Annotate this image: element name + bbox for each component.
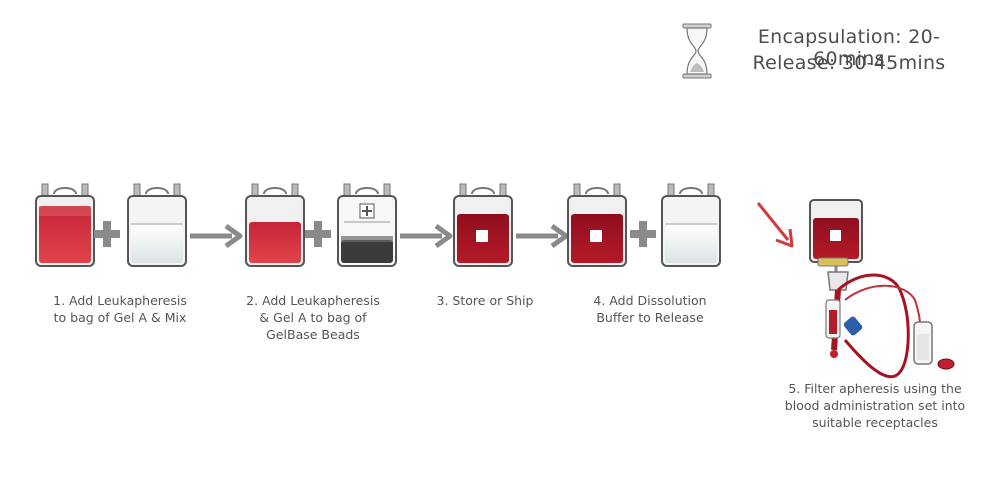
plus-icon [94,221,120,247]
step-5-caption: 5. Filter apheresis using the blood admi… [784,381,966,430]
step-2-caption: 2. Add Leukapheresis & Gel A to bag of G… [246,293,380,342]
encapsulation-time: Encapsulation: 20-60mins [757,26,941,70]
blood-bag-icon [567,183,627,267]
step-1-caption: 1. Add Leukapheresis to bag of Gel A & M… [53,293,187,325]
hourglass-icon [682,23,712,79]
blood-bag-icon [453,183,513,267]
arrow-right-icon [516,223,569,249]
step-4-caption: 4. Add Dissolution Buffer to Release [593,293,707,325]
blood-bag-icon [661,183,721,267]
plus-icon [305,221,331,247]
step-3-caption: 3. Store or Ship [436,293,534,308]
blood-bag-icon [337,183,397,267]
release-time: Release: 30-45mins [752,52,946,74]
administration-set-icon [809,199,955,379]
blood-bag-icon [35,183,95,267]
red-arrow-icon [756,202,794,248]
timing-note: Encapsulation: 20-60mins Release: 30-45m… [680,22,980,82]
arrow-right-icon [400,223,453,249]
blood-bag-icon [245,183,305,267]
plus-icon [630,221,656,247]
arrow-right-icon [190,223,243,249]
blood-bag-icon [127,183,187,267]
